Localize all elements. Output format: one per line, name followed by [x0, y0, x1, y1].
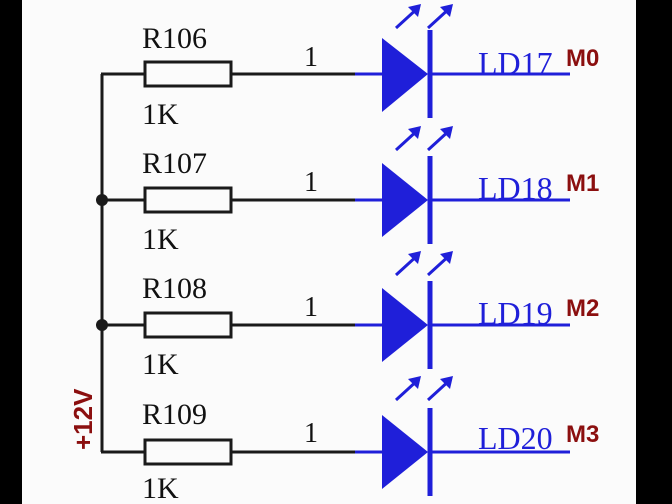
resistor-value: 1K	[142, 223, 179, 256]
resistor-designator: R106	[142, 22, 207, 55]
resistor-body	[143, 60, 233, 88]
light-emission-arrows-icon	[394, 251, 453, 277]
resistor-body	[143, 311, 233, 339]
resistor-value: 1K	[142, 472, 179, 504]
left-black-border	[0, 0, 22, 504]
led-driver-schematic: +12V R106 1K 1 LD17	[68, 4, 599, 504]
channel-1: R107 1K 1 LD18 M1	[101, 126, 599, 256]
net-label: M1	[566, 170, 599, 197]
channel-2: R108 1K 1 LD19 M2	[101, 251, 599, 381]
resistor-body	[143, 186, 233, 214]
right-black-border	[636, 0, 672, 504]
pin-number: 1	[304, 42, 318, 73]
channel-0: R106 1K 1 LD17 M0	[101, 4, 599, 131]
led-diode-triangle	[382, 288, 428, 362]
schematic-sheet: +12V R106 1K 1 LD17	[22, 0, 636, 504]
net-label: M0	[566, 45, 599, 72]
resistor-designator: R109	[142, 398, 207, 431]
pin-number: 1	[304, 292, 318, 323]
led-designator: LD19	[478, 295, 553, 331]
led-diode-triangle	[382, 415, 428, 489]
led-designator: LD17	[478, 45, 553, 81]
led-designator: LD20	[478, 420, 553, 456]
supply-net-label: +12V	[68, 388, 98, 450]
net-label: M2	[566, 295, 599, 322]
pin-number: 1	[304, 167, 318, 198]
resistor-designator: R108	[142, 272, 207, 305]
channel-3: R109 1K 1 LD20 M3	[101, 376, 599, 504]
light-emission-arrows-icon	[394, 126, 453, 152]
resistor-body	[143, 438, 233, 466]
resistor-value: 1K	[142, 98, 179, 131]
resistor-value: 1K	[142, 348, 179, 381]
led-diode-triangle	[382, 38, 428, 112]
light-emission-arrows-icon	[394, 376, 453, 402]
light-emission-arrows-icon	[394, 4, 453, 30]
led-designator: LD18	[478, 170, 553, 206]
pin-number: 1	[304, 418, 318, 449]
resistor-designator: R107	[142, 147, 207, 180]
net-label: M3	[566, 421, 599, 448]
led-diode-triangle	[382, 163, 428, 237]
